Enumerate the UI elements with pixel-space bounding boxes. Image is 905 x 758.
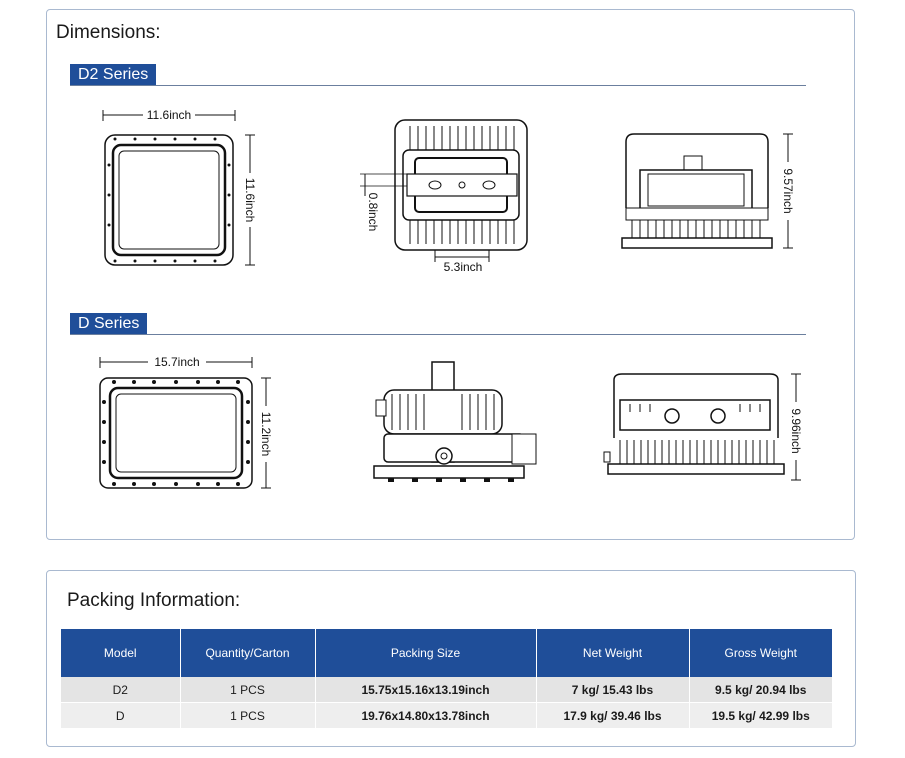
- d-series-rule: [70, 334, 806, 335]
- d-front-height-label: 11.2inch: [259, 412, 273, 456]
- d2-bracket-width-label: 5.3inch: [444, 260, 483, 274]
- header-packing-size: Packing Size: [315, 629, 537, 677]
- cell-packing-size: 15.75x15.16x13.19inch: [315, 677, 537, 703]
- d2-front-height-label: 11.6inch: [243, 178, 257, 222]
- header-quantity: Quantity/Carton: [180, 629, 316, 677]
- d2-front-view-drawing: 11.6inch 11.6inch: [102, 108, 257, 266]
- packing-title: Packing Information:: [67, 590, 241, 611]
- d-series-label: D Series: [70, 313, 148, 334]
- d2-series-label: D2 Series: [70, 64, 157, 85]
- d2-series-rule: [70, 85, 806, 86]
- d2-front-width-label: 11.6inch: [147, 108, 191, 122]
- d2-side-view-drawing: 9.57inch: [621, 133, 795, 249]
- header-model: Model: [61, 629, 181, 677]
- cell-gross-weight: 9.5 kg/ 20.94 lbs: [689, 677, 832, 703]
- cell-net-weight: 17.9 kg/ 39.46 lbs: [536, 702, 690, 729]
- cell-packing-size: 19.76x14.80x13.78inch: [315, 702, 537, 729]
- header-net-weight: Net Weight: [536, 629, 690, 677]
- packing-table: Model Quantity/Carton Packing Size Net W…: [61, 629, 832, 729]
- dimensions-title: Dimensions:: [56, 22, 161, 43]
- packing-table-header-row: Model Quantity/Carton Packing Size Net W…: [61, 629, 832, 677]
- cell-gross-weight: 19.5 kg/ 42.99 lbs: [689, 702, 832, 729]
- header-gross-weight: Gross Weight: [689, 629, 832, 677]
- cell-model: D: [61, 702, 181, 729]
- d2-bracket-offset-label: 0.8inch: [366, 193, 380, 232]
- d-front-width-label: 15.7inch: [154, 355, 199, 369]
- d-front-view-drawing: 15.7inch 11.2inch: [99, 355, 273, 489]
- d2-side-height-label: 9.57inch: [781, 168, 795, 213]
- d-side-view-drawing: 9.96inch: [603, 373, 803, 481]
- cell-quantity: 1 PCS: [180, 702, 316, 729]
- table-row: D2 1 PCS 15.75x15.16x13.19inch 7 kg/ 15.…: [61, 677, 832, 703]
- d-side-bracket-drawing: [373, 361, 537, 482]
- cell-model: D2: [61, 677, 181, 703]
- cell-quantity: 1 PCS: [180, 677, 316, 703]
- d-side-height-label: 9.96inch: [789, 408, 803, 453]
- cell-net-weight: 7 kg/ 15.43 lbs: [536, 677, 690, 703]
- table-row: D 1 PCS 19.76x14.80x13.78inch 17.9 kg/ 3…: [61, 702, 832, 729]
- d2-bracket-view-drawing: 0.8inch 5.3inch: [360, 119, 528, 274]
